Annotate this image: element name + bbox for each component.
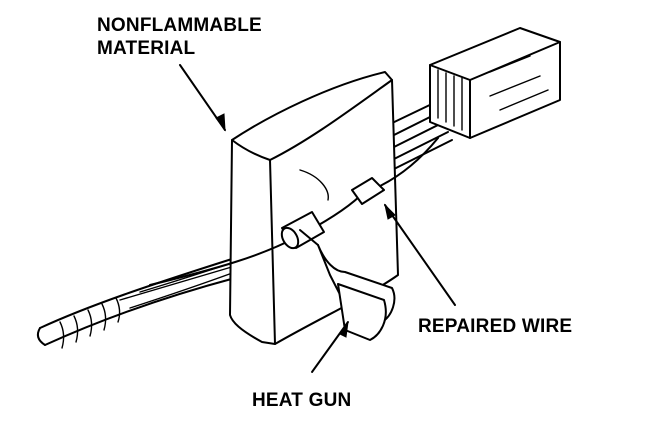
connector-icon [430, 28, 560, 138]
label-nonflammable-line1: NONFLAMMABLE [97, 15, 262, 37]
label-heat-gun: HEAT GUN [252, 390, 351, 412]
label-repaired-wire: REPAIRED WIRE [418, 316, 572, 338]
label-nonflammable-line2: MATERIAL [97, 38, 195, 60]
